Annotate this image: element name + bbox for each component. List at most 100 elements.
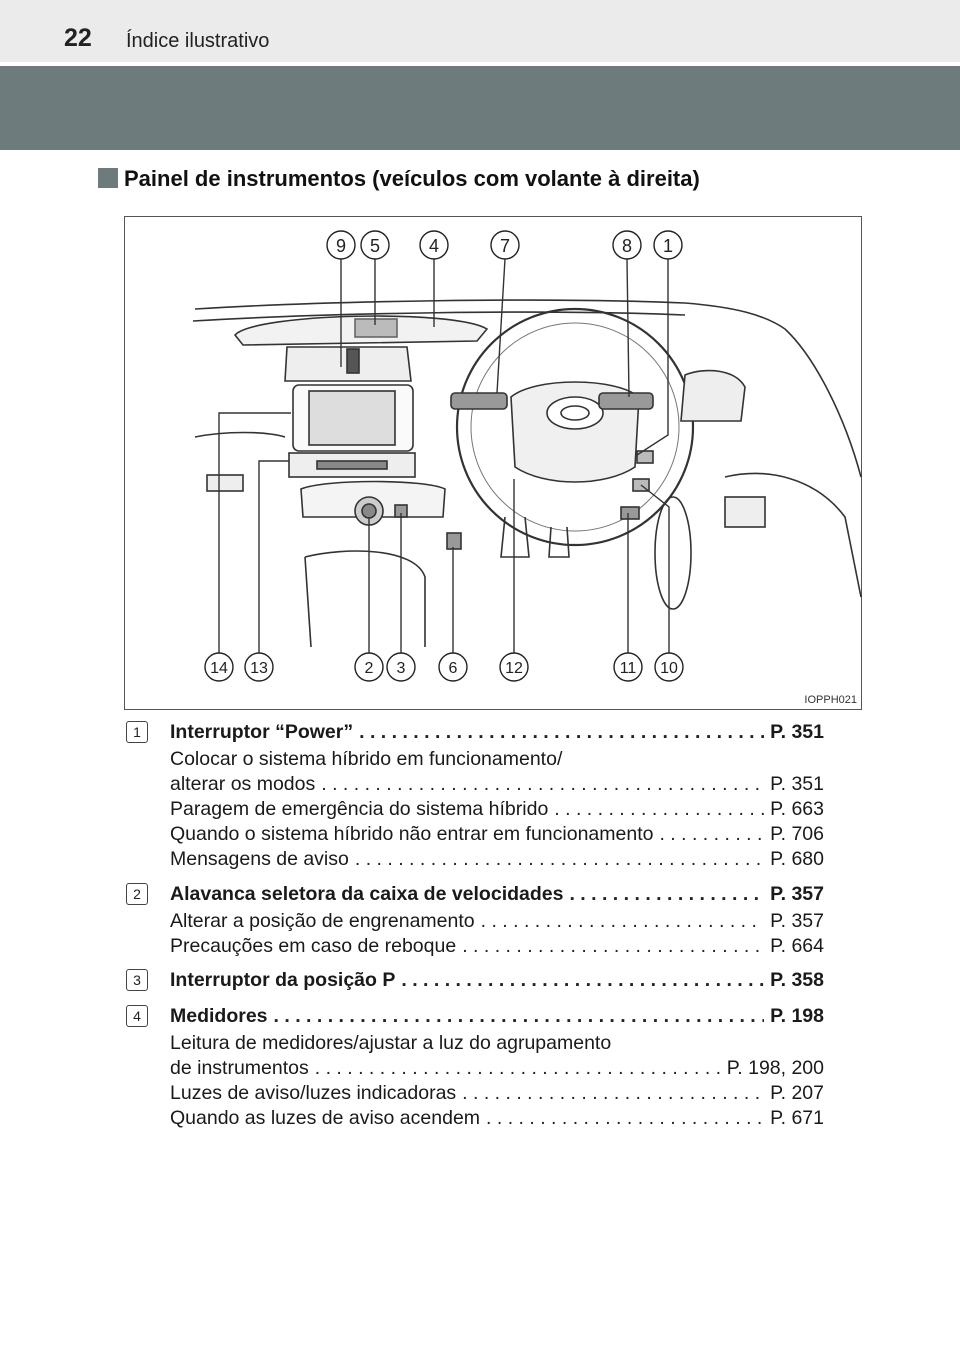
entry-2: 2 Alavanca seletora da caixa de velocida… bbox=[126, 882, 826, 959]
leader-dots bbox=[359, 720, 764, 745]
callout-label-14: 14 bbox=[210, 660, 228, 677]
item-ref: P. 351 bbox=[770, 773, 824, 795]
entry-heading-2: Alavanca seletora da caixa de velocidade… bbox=[170, 882, 824, 907]
leader-dots bbox=[481, 909, 765, 934]
windshield-edge bbox=[194, 299, 786, 330]
leader-dots bbox=[355, 847, 764, 872]
entry-title-1: Interruptor “Power” bbox=[170, 721, 354, 743]
right-vent bbox=[680, 369, 746, 422]
leader-dots bbox=[462, 1081, 764, 1106]
callout-circle-1 bbox=[653, 230, 683, 260]
callout-label-6: 6 bbox=[449, 660, 458, 677]
entry-heading-3: Interruptor da posição P P. 358 bbox=[170, 968, 824, 993]
leader-1 bbox=[636, 259, 669, 456]
center-vent-knob bbox=[346, 348, 360, 374]
item-ref: P. 664 bbox=[770, 935, 824, 957]
item-text: Mensagens de aviso bbox=[170, 848, 349, 870]
steering-wheel-rim bbox=[455, 307, 695, 547]
item-text: Alterar a posição de engrenamento bbox=[170, 910, 475, 932]
callout-label-10: 10 bbox=[660, 660, 678, 677]
steering-wheel-inner bbox=[470, 322, 680, 532]
accelerator-pedal bbox=[548, 526, 570, 558]
entry-1-item-1: Colocar o sistema híbrido em funcionamen… bbox=[170, 747, 824, 772]
entry-title-3: Interruptor da posição P bbox=[170, 969, 396, 991]
entry-3: 3 Interruptor da posição P P. 358 bbox=[126, 968, 826, 993]
entry-number-1: 1 bbox=[126, 721, 148, 743]
entry-1-item-2: alterar os modos P. 351 bbox=[170, 772, 824, 797]
entry-heading-1: Interruptor “Power” P. 351 bbox=[170, 720, 824, 745]
callout-label-3: 3 bbox=[397, 660, 406, 677]
meter-display bbox=[354, 318, 398, 338]
callout-label-1: 1 bbox=[663, 236, 673, 256]
speaker bbox=[654, 496, 692, 610]
shift-lever-knob bbox=[361, 503, 377, 519]
instrument-panel-figure: 9 5 4 7 8 1 14 13 2 3 6 12 11 10 bbox=[124, 216, 862, 710]
item-text: de instrumentos bbox=[170, 1057, 309, 1079]
header-band bbox=[0, 0, 960, 62]
item-ref: P. 706 bbox=[770, 823, 824, 845]
callout-circle-4 bbox=[419, 230, 449, 260]
callout-circle-10 bbox=[654, 652, 684, 682]
instrument-panel-drawing: 9 5 4 7 8 1 14 13 2 3 6 12 11 10 bbox=[192, 230, 862, 682]
entry-number-2: 2 bbox=[126, 883, 148, 905]
item-ref: P. 680 bbox=[770, 848, 824, 870]
multimedia-screen bbox=[308, 390, 396, 446]
page-number: 22 bbox=[64, 24, 92, 52]
steering-emblem-inner bbox=[560, 405, 590, 421]
callout-circle-14 bbox=[204, 652, 234, 682]
callout-circle-13 bbox=[244, 652, 274, 682]
item-text: Luzes de aviso/luzes indicadoras bbox=[170, 1082, 457, 1104]
entry-number-4: 4 bbox=[126, 1005, 148, 1027]
entry-4: 4 Medidores P. 198 Leitura de medidores/… bbox=[126, 1004, 826, 1131]
entry-1: 1 Interruptor “Power” P. 351 Colocar o s… bbox=[126, 720, 826, 872]
callout-circle-11 bbox=[613, 652, 643, 682]
item-text: Leitura de medidores/ajustar a luz do ag… bbox=[170, 1032, 612, 1054]
item-ref: P. 663 bbox=[770, 798, 824, 820]
item-text: Colocar o sistema híbrido em funcionamen… bbox=[170, 748, 563, 770]
callout-circle-6 bbox=[438, 652, 468, 682]
callout-label-11: 11 bbox=[620, 660, 637, 677]
callout-label-9: 9 bbox=[336, 236, 346, 256]
callout-label-12: 12 bbox=[505, 660, 523, 677]
item-text: alterar os modos bbox=[170, 773, 316, 795]
callout-circle-2 bbox=[354, 652, 384, 682]
switch-panel-3 bbox=[620, 506, 640, 520]
item-text: Quando o sistema híbrido não entrar em f… bbox=[170, 823, 654, 845]
entry-title-4: Medidores bbox=[170, 1005, 268, 1027]
section-title: Painel de instrumentos (veículos com vol… bbox=[98, 166, 700, 192]
steering-emblem bbox=[546, 396, 604, 430]
entry-4-item-2: de instrumentos P. 198, 200 bbox=[170, 1056, 824, 1081]
entry-heading-4: Medidores P. 198 bbox=[170, 1004, 824, 1029]
callout-label-2: 2 bbox=[365, 660, 374, 677]
switch-panel-1 bbox=[636, 450, 654, 464]
brake-pedal bbox=[500, 516, 530, 558]
left-lever bbox=[450, 392, 508, 410]
entry-title-2: Alavanca seletora da caixa de velocidade… bbox=[170, 883, 564, 905]
dash-top-line bbox=[192, 311, 686, 322]
entry-ref-3: P. 358 bbox=[770, 969, 824, 991]
leader-dots bbox=[401, 968, 764, 993]
leader-dots bbox=[659, 822, 764, 847]
parking-brake bbox=[446, 532, 462, 550]
center-tunnel bbox=[304, 550, 426, 648]
entry-2-item-2: Precauções em caso de reboque P. 664 bbox=[170, 934, 824, 959]
entry-ref-2: P. 357 bbox=[770, 883, 824, 905]
climate-buttons bbox=[316, 460, 388, 470]
leader-10 bbox=[640, 484, 670, 653]
callout-label-7: 7 bbox=[500, 236, 510, 256]
item-ref: P. 357 bbox=[770, 910, 824, 932]
item-ref: P. 207 bbox=[770, 1082, 824, 1104]
entry-4-item-4: Quando as luzes de aviso acendem P. 671 bbox=[170, 1106, 824, 1131]
section-title-text: Painel de instrumentos (veículos com vol… bbox=[124, 166, 700, 191]
left-dash-line bbox=[194, 431, 286, 438]
callout-circle-3 bbox=[386, 652, 416, 682]
entry-1-item-4: Quando o sistema híbrido não entrar em f… bbox=[170, 822, 824, 847]
leader-8 bbox=[626, 258, 630, 398]
entry-2-item-1: Alterar a posição de engrenamento P. 357 bbox=[170, 909, 824, 934]
page-header-title: Índice ilustrativo bbox=[126, 30, 270, 52]
entry-1-item-3: Paragem de emergência do sistema híbrido… bbox=[170, 797, 824, 822]
right-lever bbox=[598, 392, 654, 410]
entry-4-item-3: Luzes de aviso/luzes indicadoras P. 207 bbox=[170, 1081, 824, 1106]
door-edge bbox=[784, 328, 862, 478]
leader-13 bbox=[258, 460, 289, 653]
